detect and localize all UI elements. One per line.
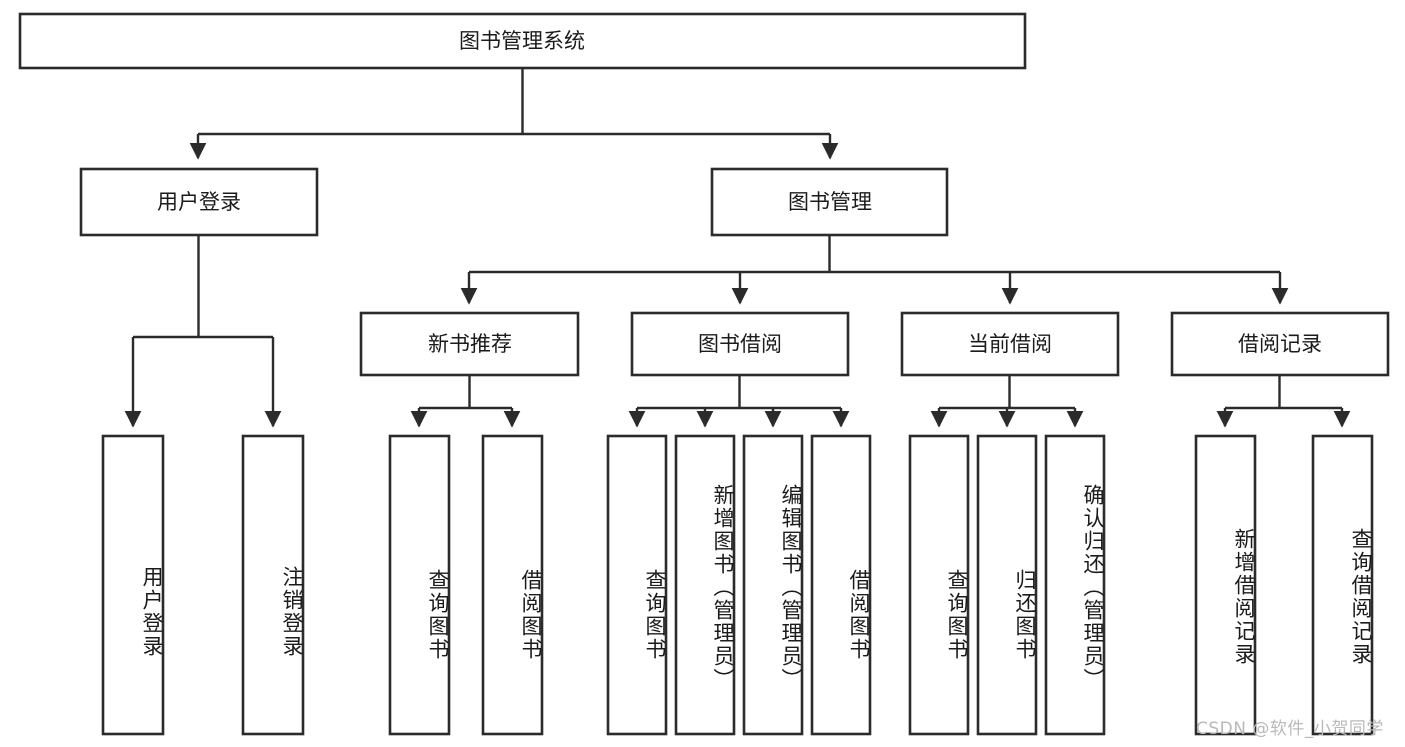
- leaf-box-user-login[interactable]: [101, 434, 165, 736]
- node-user-login-label: 用户登录: [157, 190, 241, 214]
- leaf-box-return-book[interactable]: [976, 434, 1038, 736]
- node-current-borrow[interactable]: 当前借阅: [900, 311, 1120, 377]
- leaf-box-query-books-recommend[interactable]: [388, 434, 451, 736]
- node-user-login-box[interactable]: [79, 167, 319, 237]
- connector-group-borrow-records: [1216, 375, 1351, 428]
- leaf-box-add-book-admin[interactable]: [674, 434, 736, 736]
- node-root-box[interactable]: [18, 12, 1027, 70]
- node-root-label: 图书管理系统: [459, 29, 585, 53]
- leaf-box-group: [101, 434, 1374, 736]
- node-new-book-recommend-label: 新书推荐: [428, 332, 512, 356]
- connector-group-user-login: [124, 235, 282, 428]
- connector-group-book-borrow: [628, 375, 850, 428]
- leaf-box-confirm-return-admin[interactable]: [1044, 434, 1106, 736]
- node-book-management[interactable]: 图书管理: [710, 167, 949, 237]
- node-book-borrow[interactable]: 图书借阅: [630, 311, 850, 377]
- leaf-box-query-borrow-record[interactable]: [1311, 434, 1374, 736]
- leaf-box-borrow-book[interactable]: [810, 434, 872, 736]
- node-user-login[interactable]: 用户登录: [79, 167, 319, 237]
- leaf-box-query-books-borrow[interactable]: [606, 434, 668, 736]
- node-new-book-recommend-box[interactable]: [359, 311, 580, 377]
- leaf-box-query-books-current[interactable]: [908, 434, 970, 736]
- node-new-book-recommend[interactable]: 新书推荐: [359, 311, 580, 377]
- node-root[interactable]: 图书管理系统: [18, 12, 1027, 70]
- csdn-watermark: CSDN @软件_小贺同学: [1196, 719, 1384, 739]
- node-borrow-records-label: 借阅记录: [1238, 332, 1322, 356]
- node-book-management-box[interactable]: [710, 167, 949, 237]
- connector-group-new-book-recommend: [410, 375, 521, 428]
- node-current-borrow-label: 当前借阅: [968, 332, 1052, 356]
- leaf-box-add-borrow-record[interactable]: [1194, 434, 1257, 736]
- leaf-box-logout[interactable]: [241, 434, 305, 736]
- node-book-management-label: 图书管理: [788, 190, 872, 214]
- leaf-box-edit-book-admin[interactable]: [742, 434, 804, 736]
- connector-group-book-management: [460, 235, 1289, 305]
- leaf-box-borrow-books-recommend[interactable]: [481, 434, 544, 736]
- connector-group-current-borrow: [930, 375, 1084, 428]
- node-book-borrow-label: 图书借阅: [698, 332, 782, 356]
- node-borrow-records[interactable]: 借阅记录: [1170, 311, 1390, 377]
- node-book-borrow-box[interactable]: [630, 311, 850, 377]
- node-borrow-records-box[interactable]: [1170, 311, 1390, 377]
- node-current-borrow-box[interactable]: [900, 311, 1120, 377]
- connector-group-root: [189, 68, 839, 160]
